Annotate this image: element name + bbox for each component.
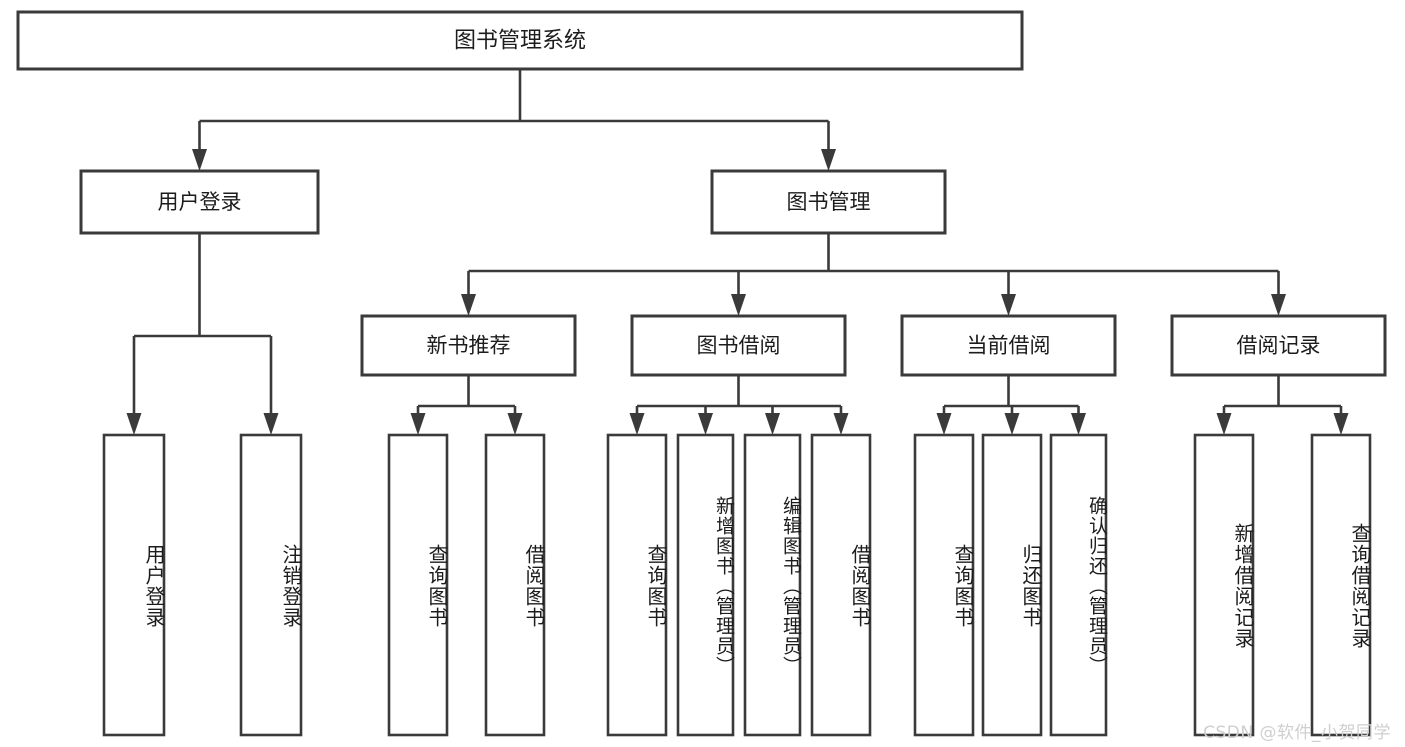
node-box-borrow-record	[1170, 314, 1387, 377]
arrow-head-icon	[731, 294, 746, 316]
arrow-head-icon	[1216, 413, 1232, 435]
node-box-current-borrow	[900, 314, 1117, 377]
node-box-leaf-query-book-2	[606, 433, 668, 737]
arrow-head-icon	[936, 413, 952, 435]
arrow-head-icon	[1001, 294, 1016, 316]
arrow-head-icon	[461, 294, 476, 316]
node-box-leaf-borrow-book-2	[810, 433, 872, 737]
node-box-root	[16, 10, 1024, 71]
edges-layer	[126, 69, 1349, 435]
arrow-head-icon	[192, 149, 207, 171]
node-box-book-management	[710, 169, 947, 235]
arrow-head-icon	[1004, 413, 1020, 435]
node-box-leaf-user-login	[102, 433, 166, 737]
node-box-new-book-recommend	[360, 314, 577, 377]
arrow-head-icon	[507, 413, 523, 435]
arrow-head-icon	[629, 413, 645, 435]
arrow-head-icon	[126, 413, 142, 435]
node-box-leaf-query-record	[1310, 433, 1372, 737]
node-box-leaf-confirm-return	[1049, 433, 1108, 737]
node-box-leaf-borrow-book-1	[484, 433, 546, 737]
arrow-head-icon	[1333, 413, 1349, 435]
arrow-head-icon	[821, 149, 836, 171]
node-box-leaf-add-book	[676, 433, 735, 737]
node-label-book-borrow: 图书借阅	[697, 334, 781, 358]
arrow-head-icon	[410, 413, 426, 435]
arrow-head-icon	[765, 413, 780, 435]
arrow-head-icon	[698, 413, 713, 435]
arrow-head-icon	[263, 413, 279, 435]
arrow-head-icon	[1071, 413, 1086, 435]
node-box-leaf-query-book-3	[913, 433, 975, 737]
node-label-new-book-recommend: 新书推荐	[427, 334, 511, 358]
node-label-root: 图书管理系统	[454, 29, 586, 54]
node-box-book-borrow	[630, 314, 847, 377]
node-box-leaf-return-book	[981, 433, 1043, 737]
node-box-user-login	[79, 169, 320, 235]
node-box-leaf-add-record	[1193, 433, 1255, 737]
arrow-head-icon	[1271, 294, 1286, 316]
node-box-leaf-logout	[239, 433, 303, 737]
node-box-leaf-query-book-1	[387, 433, 449, 737]
arrow-head-icon	[833, 413, 849, 435]
node-label-book-management: 图书管理	[787, 190, 871, 214]
csdn-watermark: CSDN @软件_小贺同学	[1203, 723, 1391, 743]
node-label-user-login: 用户登录	[158, 190, 242, 214]
boxes-layer	[16, 10, 1387, 737]
node-label-current-borrow: 当前借阅	[967, 334, 1051, 358]
node-box-leaf-edit-book	[743, 433, 802, 737]
node-label-borrow-record: 借阅记录	[1237, 334, 1321, 358]
